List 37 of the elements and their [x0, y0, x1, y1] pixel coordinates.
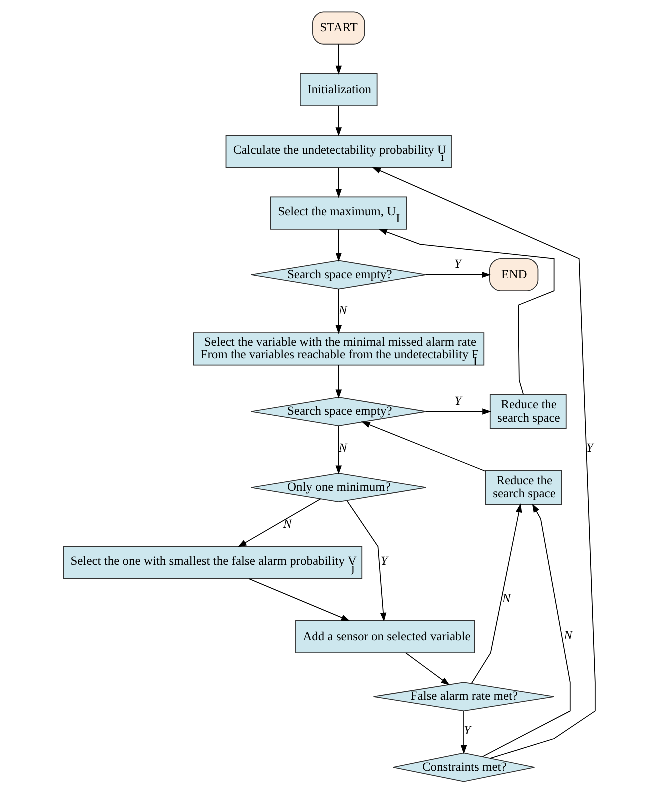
- arrow: [248, 578, 350, 622]
- arrow: [336, 106, 342, 137]
- arrow: [426, 272, 491, 278]
- node-diamond: Search space empty?: [251, 397, 427, 426]
- arrow: [460, 710, 468, 754]
- node-diamond: False alarm rate met?: [373, 682, 555, 712]
- arrow: [378, 229, 555, 396]
- node-box: Reduce the search space: [490, 394, 567, 430]
- arrow: [336, 229, 342, 262]
- arrow: [336, 168, 342, 198]
- arrow: [336, 289, 342, 334]
- arrow: [238, 498, 322, 548]
- edge-label: Y: [464, 724, 471, 738]
- arrow: [361, 422, 486, 472]
- arrow: [336, 44, 342, 75]
- edge-label: Y: [380, 554, 388, 568]
- edge-label: N: [502, 591, 511, 606]
- arrow: [426, 408, 492, 415]
- arrow: [482, 504, 571, 758]
- node-diamond: Constraints met?: [392, 752, 536, 782]
- node-box: Add a sensor on selected variable: [296, 620, 476, 654]
- node-box: Reduce the search space: [485, 470, 562, 506]
- edge-label: Y: [586, 441, 594, 456]
- edge-label: Y: [454, 394, 462, 408]
- node-box: Initialization: [300, 73, 378, 106]
- arrow: [406, 652, 450, 686]
- arrow: [471, 504, 522, 684]
- node-box: START: [312, 12, 366, 45]
- edge-label: Y: [454, 257, 462, 272]
- arrow: [346, 500, 387, 622]
- edge-label: N: [283, 517, 292, 532]
- node-diamond: Search space empty?: [251, 260, 427, 290]
- arrow: [336, 364, 342, 399]
- edge-label: N: [564, 628, 572, 642]
- arrow: [336, 426, 342, 475]
- node-box: END: [490, 258, 539, 292]
- node-diamond: Only one minimum?: [251, 472, 427, 502]
